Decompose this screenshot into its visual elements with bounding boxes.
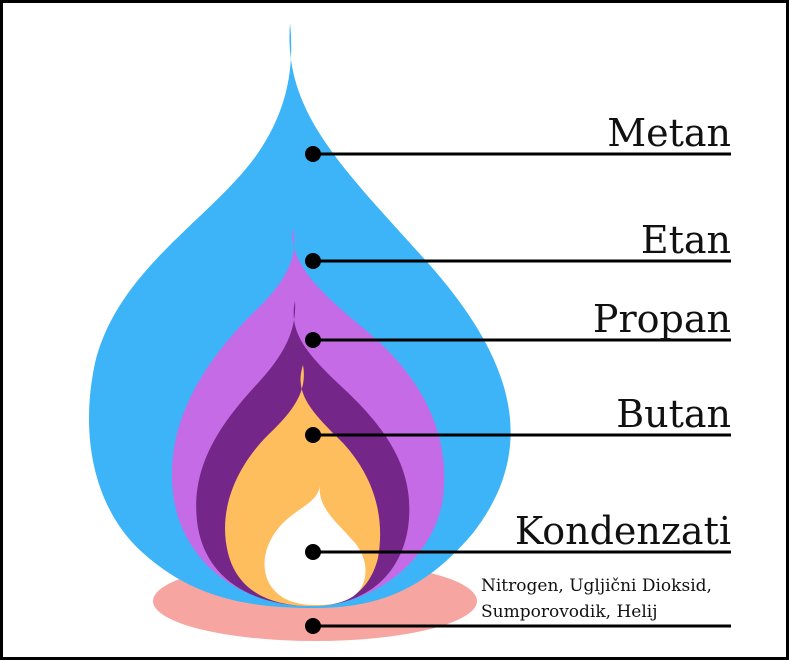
kondenzati-dot (305, 544, 321, 560)
etan-dot (305, 253, 321, 269)
propan-dot (305, 332, 321, 348)
butan-dot (305, 427, 321, 443)
etan-label: Etan (641, 218, 731, 262)
other-gases-label-line1: Nitrogen, Ugljični Dioksid, (481, 576, 712, 596)
butan-label: Butan (616, 392, 731, 436)
other-gases-label-line2: Sumporovodik, Helij (481, 602, 658, 622)
kondenzati-label: Kondenzati (515, 509, 731, 553)
other-gases-dot (305, 618, 321, 634)
propan-label: Propan (593, 297, 731, 341)
metan-label: Metan (607, 111, 731, 155)
flame-diagram: Metan Etan Propan Butan Kondenzati Nitro… (3, 3, 789, 660)
metan-dot (305, 146, 321, 162)
